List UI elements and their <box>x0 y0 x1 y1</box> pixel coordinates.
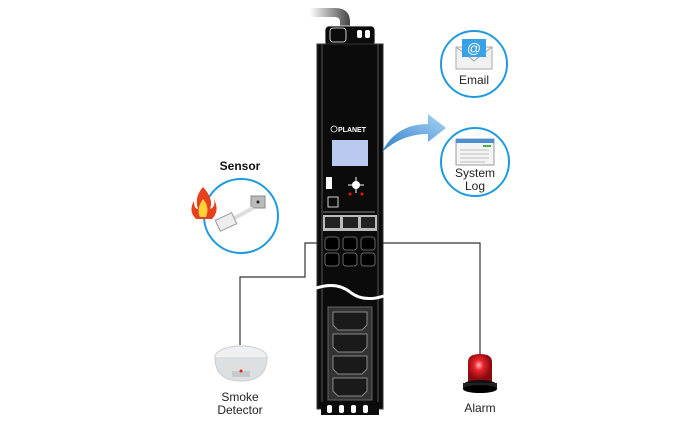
sensor-title: Sensor <box>219 159 261 173</box>
notification-arrow-icon <box>382 114 446 152</box>
smoke-detector-label-1: Smoke <box>221 390 259 404</box>
alarm-label: Alarm <box>464 401 496 415</box>
email-label: Email <box>458 73 489 87</box>
smoke-detector-icon <box>214 345 268 382</box>
alarm-beacon-icon <box>463 354 497 393</box>
alarm-connector <box>355 242 481 355</box>
envelope-icon: @ <box>455 39 493 70</box>
fire-icon <box>191 187 217 219</box>
log-window-icon <box>455 138 495 166</box>
svg-text:@: @ <box>467 40 481 56</box>
email-node: @ Email <box>440 30 508 98</box>
pdu-device: PLANET <box>315 22 385 417</box>
system-log-label-1: System <box>454 166 495 180</box>
smoke-detector-label-2: Detector <box>217 403 263 417</box>
system-log-node: System Log <box>440 127 510 197</box>
lcd-screen <box>332 140 368 166</box>
brand-logo: PLANET <box>338 127 367 134</box>
system-log-label-2: Log <box>464 179 486 193</box>
smoke-detector-connector <box>239 242 329 345</box>
power-cable-icon <box>310 8 350 30</box>
sensor-probe-icon <box>214 195 266 232</box>
